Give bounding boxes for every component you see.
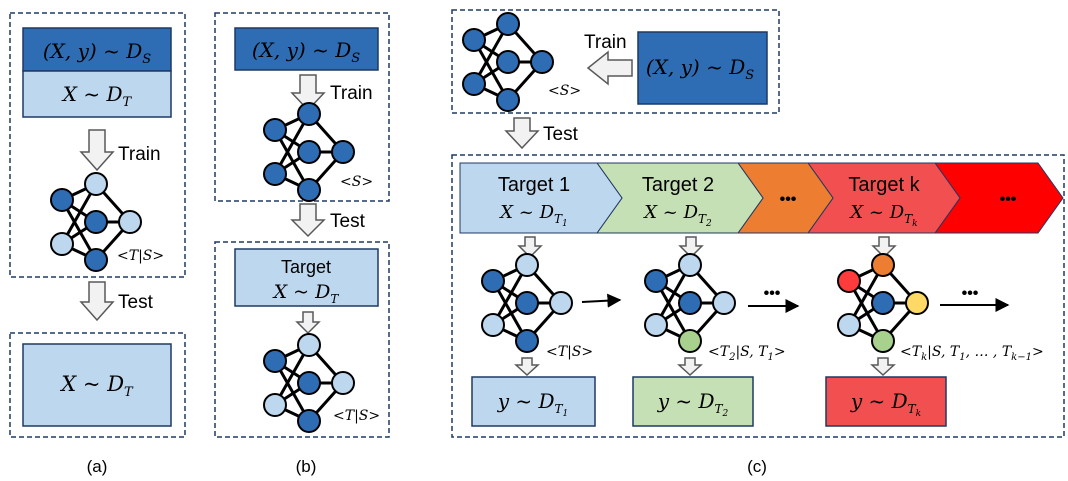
panel-b-network [263,102,355,202]
panel-c-tag-tk: <Tk|S, T1, … , Tk−1> [900,344,1044,363]
chevron-target-1-title: Target 1 [498,174,570,196]
panel-c-test-label: Test [543,124,579,145]
caption-c: (c) [747,457,767,476]
panel-a-model-tag: <T|S> [117,248,164,264]
output-box-t1 [471,376,596,427]
panel-b-target-text: X ~ DT [272,281,340,306]
down-arrow-out-t2 [677,357,703,377]
panel-b-test-arrow [290,203,326,238]
chevron-target-1 [459,162,623,234]
down-arrow-t1 [517,236,543,259]
caption-a: (a) [87,457,108,476]
chevron-red-tail-ellipsis: ••• [1000,191,1017,208]
panel-a-test-box [22,343,172,427]
chevron-target-2-title: Target 2 [642,174,714,196]
down-arrow-out-tk [870,357,896,377]
panel-b-network-test [263,333,355,433]
panel-a-source-box [22,27,172,72]
panel-b-target-title: Target [281,257,331,277]
panel-a-test-arrow [79,281,115,322]
panel-a-test-text: X ~ DT [59,372,134,400]
panel-b-frame [214,12,390,202]
output-box-tk [825,376,947,427]
output-text-t1: y ~ DT1 [497,389,569,419]
panel-b-test-label: Test [330,211,366,232]
panel-b-model-tag-test: <T|S> [333,408,380,424]
panel-b-test-frame [214,241,390,438]
panel-b-model-tag: <S> [340,174,373,190]
down-arrow-tk [871,236,897,259]
output-box-t2 [632,376,754,427]
panel-b-train-arrow [290,74,326,112]
panel-c-source-tag: <S> [548,83,581,99]
arrow-t1-to-t2 [581,293,622,308]
panel-b-infer-arrow [295,311,321,335]
panel-c-train-arrow [586,50,633,86]
chevron-orange-ellipsis: ••• [780,191,797,208]
chevron-target-2-text: X ~ DT2 [642,202,712,229]
panel-b-source-box [234,27,379,71]
down-arrow-out-t1 [514,357,540,377]
panel-c-source-box [637,31,768,105]
panel-c-tag-t1: <T|S> [546,344,593,360]
output-text-t2: y ~ DT2 [657,389,729,419]
panel-b-target-box [234,248,379,307]
panel-c-network-tk [837,253,929,353]
panel-a-target-text: X ~ DT [61,82,133,110]
panel-c-network-t1 [481,253,573,353]
chevron-target-k-text: X ~ DTk [848,202,917,229]
panel-a-source-text: (X, y) ~ DS [43,39,151,67]
panel-c-tag-t2: <T2|S, T1> [708,344,786,363]
chevron-target-k-title: Target k [848,174,920,196]
panel-c-test-arrow [504,117,540,150]
panel-c-train-label: Train [584,32,627,53]
panel-c-train-frame [451,9,780,114]
output-text-tk: y ~ DTk [850,389,921,419]
panel-a-test-label: Test [118,292,154,313]
panel-c-test-frame [451,154,1065,438]
panel-c-network-source [462,12,554,112]
caption-b: (b) [296,457,317,476]
panel-c-source-text: (X, y) ~ DS [646,55,754,83]
panel-a-train-arrow [79,129,115,172]
panel-c-network-t2 [644,253,736,353]
panel-a-network [50,172,142,272]
down-arrow-t2 [678,236,704,259]
panel-b-train-label: Train [330,83,373,104]
panel-b-source-text: (X, y) ~ DS [252,38,360,66]
ellipsis-mid: ••• [764,285,781,302]
panel-a-frame [9,12,186,278]
chevron-target-1-text: X ~ DT1 [498,202,568,229]
panel-a-train-label: Train [118,144,161,165]
panel-a-test-frame [9,332,186,438]
panel-a-target-box [22,70,172,118]
ellipsis-right: ••• [962,285,979,302]
